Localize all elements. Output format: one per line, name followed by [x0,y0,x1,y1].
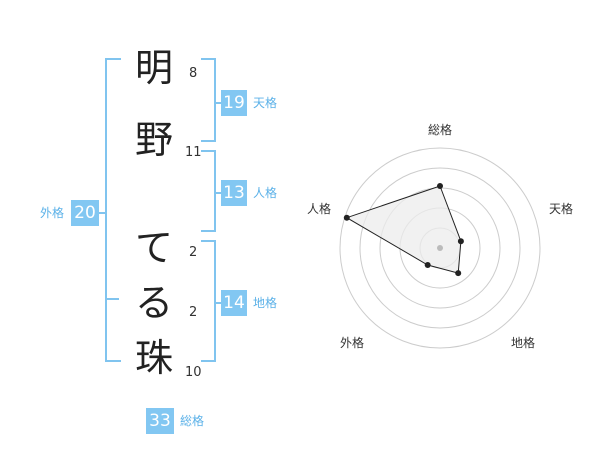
stroke-count-4: 2 [189,305,198,320]
stroke-count-2: 11 [185,145,202,160]
tenkaku-bracket [201,58,216,142]
stroke-count-5: 10 [185,365,202,380]
chikaku-bracket-tick [215,302,221,304]
chikaku-bracket [201,240,216,362]
jinkaku-value: 13 [221,180,247,206]
name-char-5: 珠 [134,336,173,380]
name-char-1: 明 [134,46,173,90]
radar-data-polygon [345,185,462,274]
jinkaku-label: 人格 [253,186,278,200]
radar-point-0 [437,183,443,189]
radar-label-chikaku: 地格 [511,336,536,350]
soukaku-value: 33 [146,408,174,434]
radar-label-gaikaku: 外格 [340,336,365,350]
jinkaku-bracket [201,150,216,232]
chikaku-value: 14 [221,290,247,316]
radar-point-3 [424,262,431,268]
name-char-2: 野 [134,118,173,162]
radar-point-2 [455,270,462,277]
stroke-count-1: 8 [189,66,198,81]
radar-label-tenkaku: 天格 [549,202,574,216]
radar-point-4 [343,214,350,221]
radar-center-dot [437,245,443,251]
radar-grid-ring [359,167,521,329]
jinkaku-bracket-tick [215,192,221,194]
stroke-count-3: 2 [189,245,198,260]
chikaku-label: 地格 [253,296,278,310]
tenkaku-value: 19 [221,90,247,116]
gaikaku-label: 外格 [40,206,65,220]
name-char-4: る [134,281,173,325]
gaikaku-bracket [105,58,121,362]
tenkaku-label: 天格 [253,96,278,110]
gaikaku-bracket-tick [96,212,106,214]
gaikaku-bracket-divider [106,298,119,300]
radar-label-jinkaku: 人格 [307,202,332,216]
gaikaku-value: 20 [71,200,99,226]
soukaku-label: 総格 [180,414,205,428]
name-char-3: て [134,226,173,270]
radar-grid-ring [339,147,541,349]
tenkaku-bracket-tick [215,102,221,104]
radar-svg [339,147,541,349]
radar-point-1 [457,238,464,245]
radar-label-soukaku: 総格 [428,123,453,137]
